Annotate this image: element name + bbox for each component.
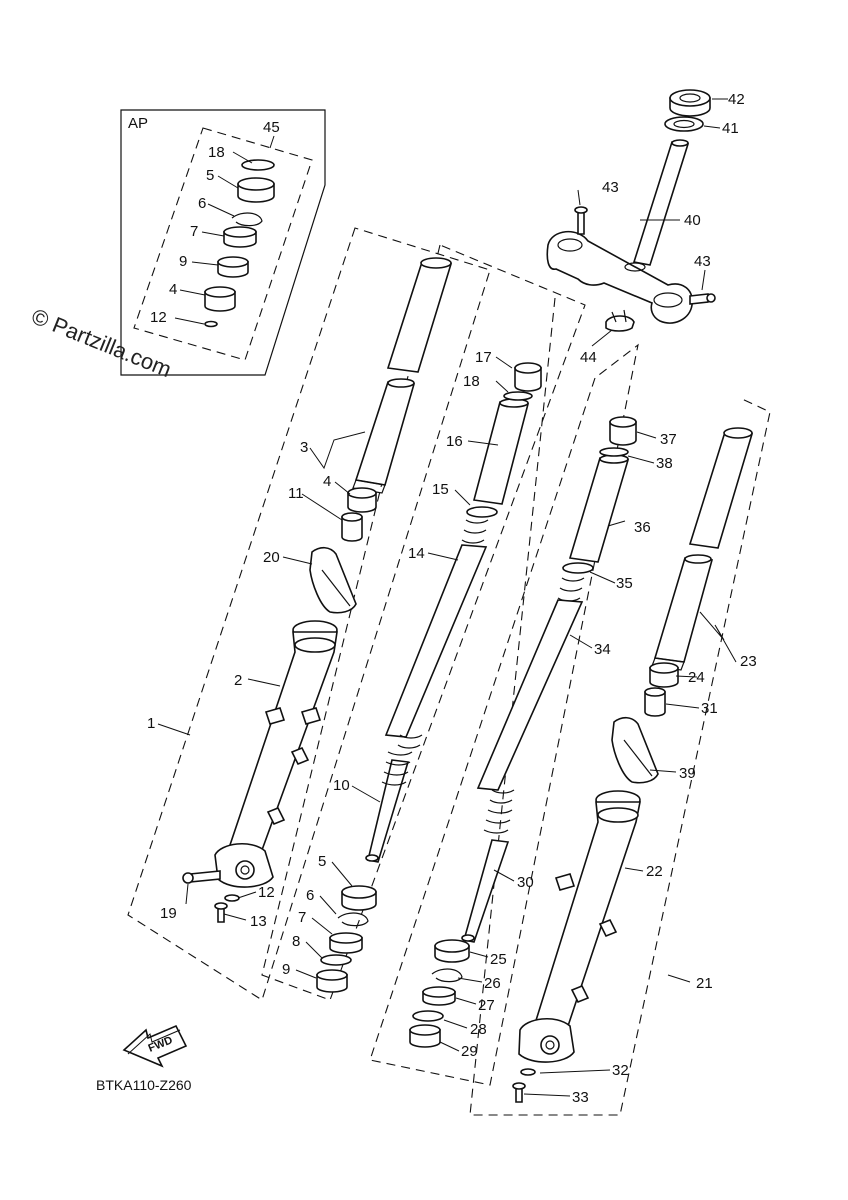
- callout-20: 20: [263, 549, 280, 566]
- callout-29: 29: [461, 1043, 478, 1060]
- callout-13: 13: [250, 913, 267, 930]
- right-fork-group: [369, 297, 771, 1116]
- right-inner-tube: [651, 427, 754, 671]
- left-drain-bolt: [217, 907, 225, 923]
- left-axle-bolt: [189, 870, 221, 883]
- ap-kit-box: AP: [120, 109, 326, 376]
- fwd-arrow-icon: FWD: [122, 1024, 188, 1068]
- kit-label: AP: [128, 115, 148, 132]
- ap-seal-parts: [204, 159, 275, 328]
- callout-14: 14: [408, 545, 425, 562]
- left-seal-stack: [316, 885, 377, 993]
- callout-34: 34: [594, 641, 611, 658]
- callout-37: 37: [660, 431, 677, 448]
- callout-23: 23: [740, 653, 757, 670]
- callout-38: 38: [656, 455, 673, 472]
- right-cap-oring: [599, 447, 629, 457]
- callout-7: 7: [190, 223, 198, 240]
- callout-19: 19: [160, 905, 177, 922]
- right-guide-bushing: [644, 691, 666, 717]
- callout-8: 8: [292, 933, 300, 950]
- pinch-bolt-top: [577, 211, 585, 235]
- callout-11: 11: [288, 485, 304, 502]
- drawing-code: BTKA110-Z260: [96, 1077, 192, 1093]
- callout-28: 28: [470, 1021, 487, 1038]
- callout-10: 10: [333, 777, 350, 794]
- left-fork-group: [127, 227, 586, 1001]
- callout-21: 21: [696, 975, 713, 992]
- callout-15: 15: [432, 481, 449, 498]
- callout-17: 17: [475, 349, 492, 366]
- callout-35: 35: [616, 575, 633, 592]
- callout-22: 22: [646, 863, 663, 880]
- callout-4: 4: [169, 281, 177, 298]
- callout-30: 30: [517, 874, 534, 891]
- callout-9: 9: [179, 253, 187, 270]
- steering-stem: [632, 141, 690, 266]
- callout-5: 5: [206, 167, 214, 184]
- callout-33: 33: [572, 1089, 589, 1106]
- left-damper-rod: [365, 751, 413, 863]
- callout-43: 43: [602, 179, 619, 196]
- lower-bracket: [546, 230, 693, 324]
- bearing-race: [664, 116, 704, 132]
- callout-16: 16: [446, 433, 463, 450]
- callout-labels: 45 18 5 6 7 9 4 12 42 41 43 40 43 44 17 …: [147, 91, 757, 1106]
- left-fork-spring: [384, 509, 491, 749]
- callout-3: 3: [300, 439, 308, 456]
- callout-25: 25: [490, 951, 507, 968]
- right-drain-bolt: [515, 1087, 523, 1103]
- callout-41: 41: [722, 120, 739, 137]
- left-fork-guard: [309, 546, 357, 614]
- right-drain-washer: [520, 1068, 536, 1076]
- callout-18: 18: [208, 144, 225, 161]
- left-fork-cap: [514, 367, 542, 392]
- callout-6: 6: [306, 887, 314, 904]
- callout-2: 2: [234, 672, 242, 689]
- callout-5: 5: [318, 853, 326, 870]
- callout-6: 6: [198, 195, 206, 212]
- left-guide-bushing: [341, 516, 363, 542]
- right-spring-washer: [562, 562, 594, 574]
- right-fork-guard: [611, 716, 659, 784]
- callout-7: 7: [298, 909, 306, 926]
- callout-9: 9: [282, 961, 290, 978]
- left-drain-washer: [224, 894, 240, 902]
- callout-42: 42: [728, 91, 745, 108]
- right-outer-tube: [518, 790, 641, 1063]
- pinch-bolt-side: [689, 293, 709, 305]
- cable-guide: [605, 315, 635, 332]
- left-cap-oring: [503, 391, 533, 401]
- ap-leader-lines: [174, 135, 275, 325]
- callout-40: 40: [684, 212, 701, 229]
- right-spring-spacer: [568, 457, 630, 563]
- callout-24: 24: [688, 669, 705, 686]
- callout-4: 4: [323, 473, 331, 490]
- callout-12: 12: [150, 309, 167, 326]
- callout-12: 12: [258, 884, 275, 901]
- left-spring-spacer: [472, 401, 530, 505]
- callout-31: 31: [701, 700, 718, 717]
- callout-44: 44: [580, 349, 597, 366]
- right-fork-spring: [476, 577, 585, 804]
- callout-45: 45: [263, 119, 280, 136]
- left-inner-tube: [352, 257, 453, 494]
- callout-32: 32: [612, 1062, 629, 1079]
- steering-assembly: [546, 89, 716, 332]
- left-spring-washer: [466, 506, 498, 518]
- right-seal-stack: [409, 939, 470, 1048]
- leader-lines: [157, 98, 737, 1097]
- left-outer-tube: [214, 620, 338, 888]
- callout-18: 18: [463, 373, 480, 390]
- callout-27: 27: [478, 997, 495, 1014]
- right-fork-cap: [609, 421, 637, 446]
- callout-26: 26: [484, 975, 501, 992]
- callout-43: 43: [694, 253, 711, 270]
- callout-36: 36: [634, 519, 651, 536]
- callout-1: 1: [147, 715, 155, 732]
- callout-39: 39: [679, 765, 696, 782]
- right-damper-rod: [461, 809, 513, 943]
